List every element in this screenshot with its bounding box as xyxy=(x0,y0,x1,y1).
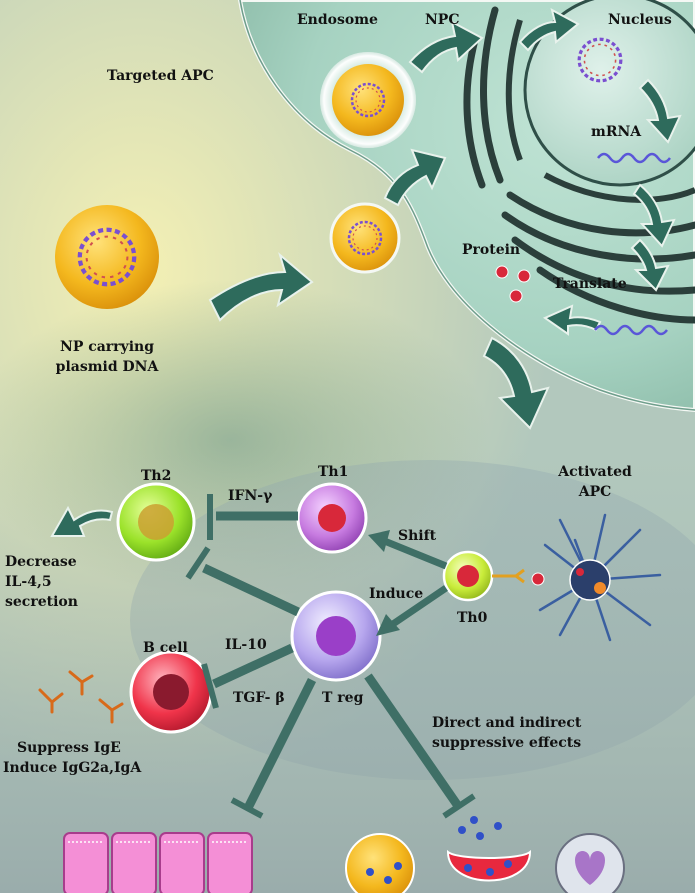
label-direct-line2: suppressive effects xyxy=(432,735,581,751)
label-direct-line1: Direct and indirect xyxy=(432,715,582,731)
entry-arrow xyxy=(208,252,314,322)
treg-bcell-inhibit-line xyxy=(212,643,294,689)
label-b-cell: B cell xyxy=(143,640,188,656)
label-mrna: mRNA xyxy=(591,124,642,140)
antibodies xyxy=(38,670,124,724)
degranulating-cell xyxy=(446,816,532,882)
nucleus xyxy=(505,0,695,203)
label-suppress-line2: Induce IgG2a,IgA xyxy=(3,760,142,776)
treg-tissue-inhibit-line xyxy=(243,677,317,811)
label-th2: Th2 xyxy=(141,468,171,484)
label-decrease-line3: secretion xyxy=(5,594,78,610)
er-down-arrow-1 xyxy=(632,183,676,248)
label-suppress-line1: Suppress IgE xyxy=(17,740,121,756)
eosinophil xyxy=(555,833,625,893)
th0-cell xyxy=(442,550,545,602)
er-down-arrow-2 xyxy=(630,238,670,292)
label-npc: NPC xyxy=(425,12,459,28)
endoplasmic-reticulum xyxy=(463,6,695,324)
epithelial-cells xyxy=(63,832,253,893)
th1-cell xyxy=(296,482,368,554)
endosome xyxy=(320,52,416,148)
labels: Endosome NPC Nucleus Targeted APC mRNA P… xyxy=(3,12,672,776)
translate-arrow xyxy=(542,304,602,336)
label-np-line2: plasmid DNA xyxy=(56,359,160,375)
treg-th2-inhibit-line xyxy=(202,563,300,617)
label-ifn: IFN-γ xyxy=(228,488,273,504)
endosome-to-npc-arrow xyxy=(408,20,484,74)
pathway-arrows xyxy=(50,8,682,537)
label-il10: IL-10 xyxy=(225,637,267,653)
membrane-nanoparticle xyxy=(329,202,401,274)
label-th0: Th0 xyxy=(457,610,488,626)
label-endosome: Endosome xyxy=(297,12,378,28)
mast-cell xyxy=(345,833,415,893)
np-carrying-plasmid xyxy=(55,205,159,309)
label-activated-line1: Activated xyxy=(557,464,632,480)
shift-arrow xyxy=(368,530,448,570)
label-np-line1: NP carrying xyxy=(60,339,154,355)
label-activated-line2: APC xyxy=(578,484,612,500)
b-cell xyxy=(129,650,213,734)
label-protein: Protein xyxy=(462,242,520,258)
treg-cell xyxy=(290,590,382,682)
mrna-strands xyxy=(594,152,671,336)
treg-effector-inhibit-line xyxy=(364,673,462,809)
label-induce: Induce xyxy=(369,586,423,602)
label-shift: Shift xyxy=(398,528,437,544)
label-targeted-apc: Targeted APC xyxy=(107,68,214,84)
label-tgf: TGF- β xyxy=(233,690,285,706)
decrease-arrow xyxy=(50,505,114,537)
endosome-up-arrow xyxy=(383,148,447,207)
interaction-lines xyxy=(185,494,476,819)
label-decrease-line1: Decrease xyxy=(5,554,77,570)
label-th1: Th1 xyxy=(318,464,348,480)
protein-dots xyxy=(495,265,531,303)
activated-apc xyxy=(538,513,662,642)
nucleus-entry-arrow xyxy=(518,8,580,52)
label-nucleus: Nucleus xyxy=(608,12,672,28)
label-translate: Translate xyxy=(553,276,627,292)
nucleus-down-arrow xyxy=(638,78,682,144)
th2-cell xyxy=(116,482,196,562)
label-decrease-line2: IL-4,5 xyxy=(5,574,52,590)
label-treg: T reg xyxy=(322,690,364,706)
induce-arrow xyxy=(376,585,448,636)
activation-arrow xyxy=(482,336,550,430)
